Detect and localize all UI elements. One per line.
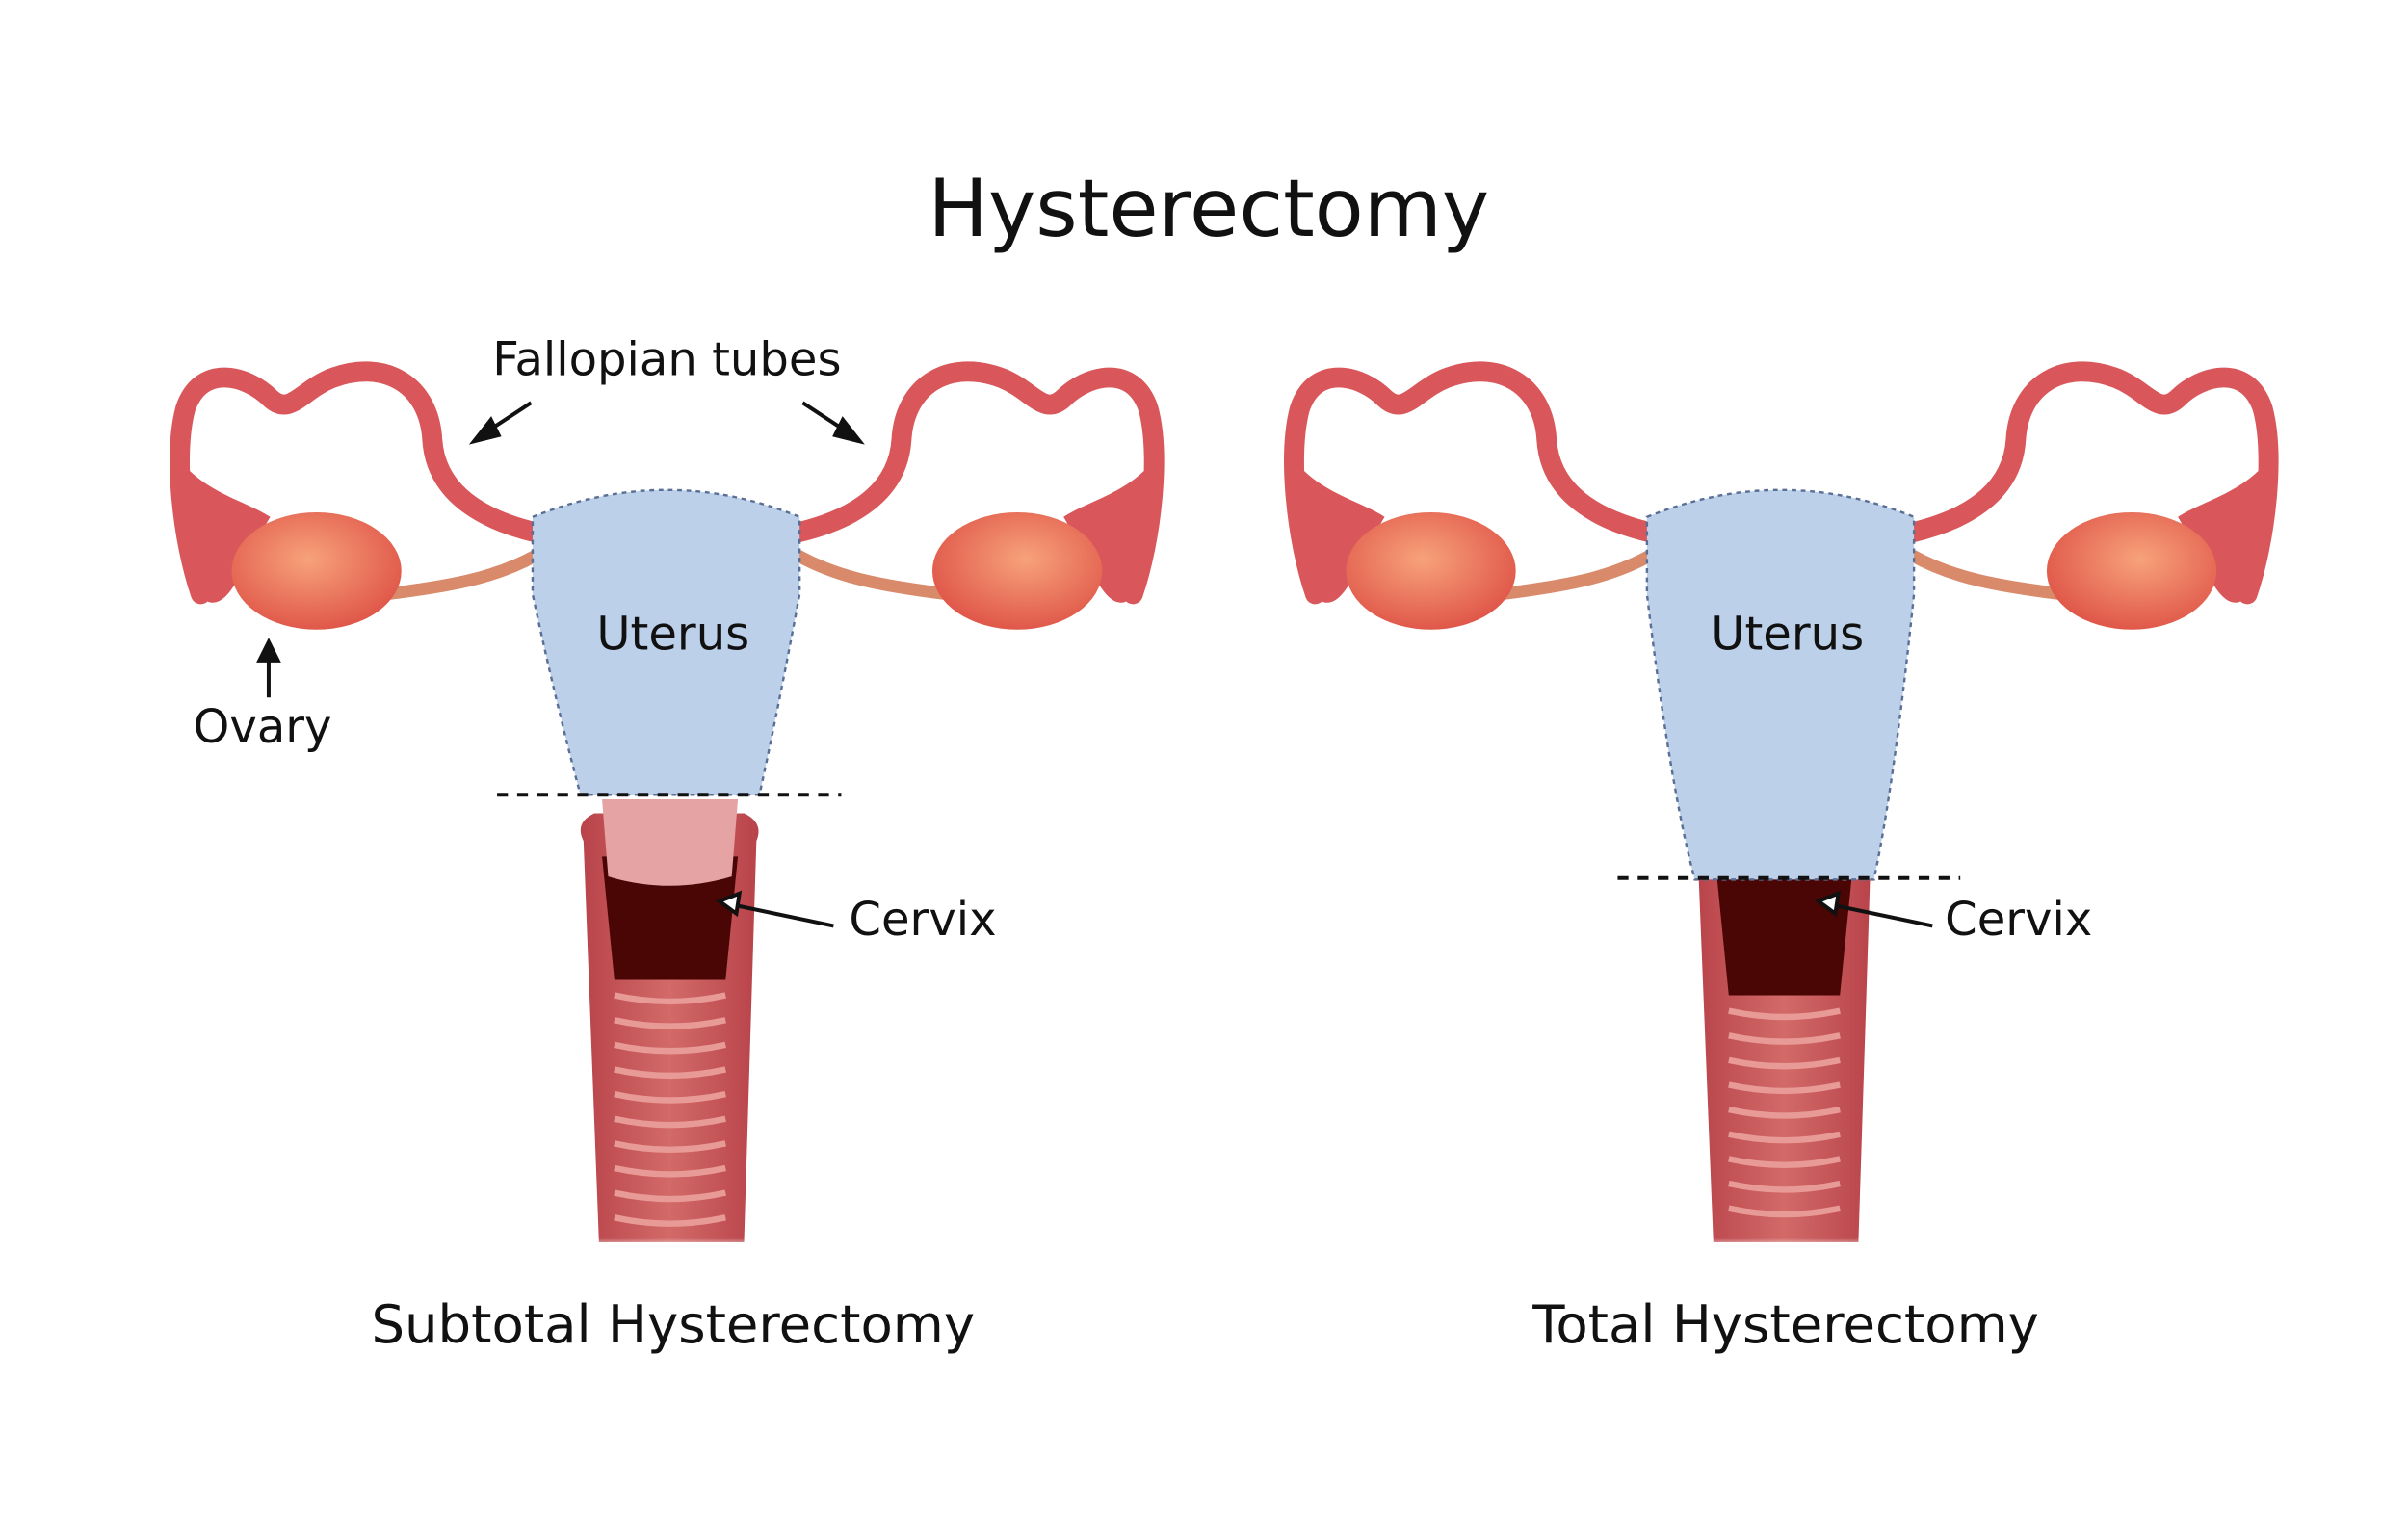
left-adnexa xyxy=(1284,361,1661,630)
vaginal-ridge xyxy=(1728,1032,1841,1045)
total-cervix-arrow-icon xyxy=(1814,890,1933,928)
vagina-fade xyxy=(1669,1172,1902,1250)
fallopian-tube-right xyxy=(1902,361,2279,605)
right-adnexa xyxy=(1902,361,2279,630)
ovarian-ligament-left xyxy=(384,550,539,601)
vaginal-ridge xyxy=(614,992,726,1005)
fallopian-tube-left xyxy=(1284,361,1661,605)
vaginal-ridge xyxy=(1728,1107,1841,1119)
fallopian-tubes-label: Fallopian tubes xyxy=(492,332,841,386)
subtotal-uterus-label: Uterus xyxy=(596,608,749,662)
total-cervix-label: Cervix xyxy=(1945,893,2092,947)
ovary-left xyxy=(231,512,402,630)
fimbriae-right xyxy=(1063,462,1156,603)
fimbriae-right xyxy=(2178,462,2270,603)
total-caption: Total Hysterectomy xyxy=(1531,1293,2039,1355)
vaginal-ridge xyxy=(614,1066,726,1080)
fallopian-tube-left xyxy=(170,361,546,605)
ovary-right xyxy=(2046,512,2217,630)
vaginal-ridge xyxy=(614,1041,726,1055)
fallopian-tube-right xyxy=(788,361,1165,605)
vaginal-ridge xyxy=(614,1090,726,1104)
vaginal-ridge xyxy=(1728,1056,1841,1070)
vaginal-ridge xyxy=(1728,1156,1841,1168)
vagina-fade xyxy=(555,1172,788,1250)
ovary-label: Ovary xyxy=(194,700,332,754)
cervix-remnant xyxy=(602,799,739,886)
right-adnexa xyxy=(788,361,1165,630)
subtotal-cervix-label: Cervix xyxy=(849,893,996,947)
subtotal-hysterectomy-figure xyxy=(170,361,1165,1250)
ovary-arrow-icon xyxy=(256,638,281,698)
cervical-canal xyxy=(602,856,739,980)
total-uterus-label: Uterus xyxy=(1711,608,1864,662)
left-adnexa xyxy=(170,361,546,630)
total-hysterectomy-figure xyxy=(1284,361,2279,1250)
cervical-canal xyxy=(1716,872,1853,996)
vaginal-ridge xyxy=(1728,1081,1841,1095)
vaginal-ridge xyxy=(1728,1007,1841,1021)
uterus xyxy=(531,488,801,796)
ovary-left xyxy=(1346,512,1516,630)
vaginal-ridge xyxy=(614,1017,726,1029)
subtotal-cervix-arrow-icon xyxy=(715,890,834,928)
fimbriae-left xyxy=(178,462,271,603)
fimbriae-left xyxy=(1293,462,1385,603)
vaginal-ridge xyxy=(1728,1131,1841,1144)
vaginal-ridge xyxy=(614,1115,726,1129)
vaginal-ridge xyxy=(614,1140,726,1153)
ovarian-ligament-right xyxy=(1909,550,2063,601)
fallopian-tube-arrow-icon xyxy=(468,401,865,445)
ovarian-ligament-right xyxy=(795,550,949,601)
diagram-title: Hysterectomy xyxy=(928,162,1489,255)
subtotal-caption: Subtotal Hysterectomy xyxy=(371,1293,975,1355)
ovary-right xyxy=(931,512,1103,630)
uterus xyxy=(1645,488,1916,881)
ovarian-ligament-left xyxy=(1499,550,1654,601)
